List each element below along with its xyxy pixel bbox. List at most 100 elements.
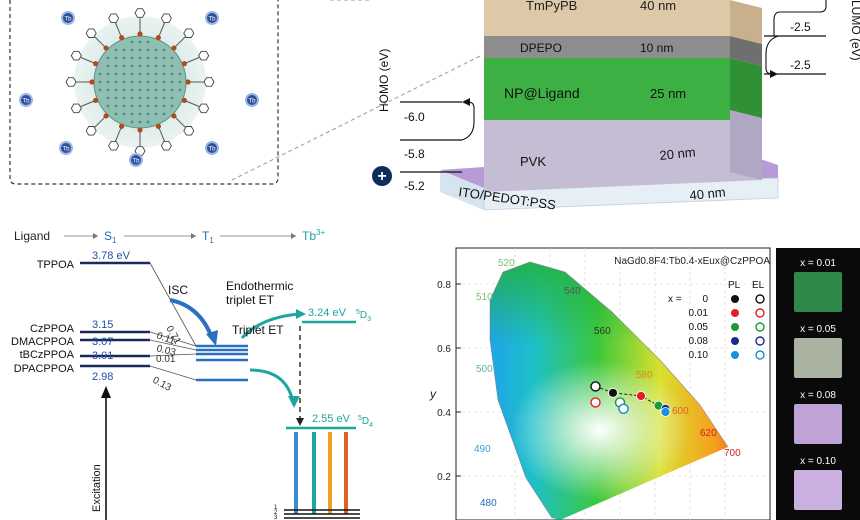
lumo-value-1: -2.5 [790, 20, 811, 34]
legend-el-header: EL [752, 280, 765, 291]
device-photo [794, 272, 842, 312]
lattice-atom [154, 88, 158, 92]
lattice-atom [138, 56, 142, 60]
dpepo-layer [484, 36, 730, 58]
lattice-atom [106, 88, 110, 92]
lattice-atom [106, 64, 110, 68]
endothermic-arrow [240, 312, 299, 340]
ligand-bond [80, 57, 96, 65]
lattice-atom [138, 96, 142, 100]
tb-5d3-term: 5D3 [356, 309, 371, 323]
cie-pl-point [636, 391, 646, 401]
legend-el-marker [755, 336, 765, 346]
lattice-atom [138, 72, 142, 76]
ground-label-1: 1 [274, 505, 278, 511]
legend-pl-marker [731, 295, 739, 303]
ligand-anchor-atom [119, 123, 125, 129]
lattice-atom [146, 120, 150, 124]
lattice-atom [130, 104, 134, 108]
cie-pl-point [660, 407, 671, 417]
cie-wavelength-label: 600 [672, 406, 689, 417]
cie-y-ticks: 0.80.60.40.2 [437, 280, 461, 483]
lattice-atom [138, 64, 142, 68]
lattice-atom [122, 72, 126, 76]
tb-5d4-energy: 2.55 eV [312, 413, 351, 425]
legend-x-label: x = [668, 294, 682, 305]
lattice-atom [106, 72, 110, 76]
ligand-bond [94, 115, 107, 128]
layer-thickness-dpepo: 10 nm [640, 41, 673, 55]
tb-ion-marker [19, 93, 33, 107]
cie-el-point [618, 403, 629, 414]
lattice-atom [122, 80, 126, 84]
photo-label: x = 0.10 [800, 456, 836, 467]
cie-spectral-locus [489, 261, 729, 519]
np-lattice [98, 40, 182, 124]
lattice-atom [98, 80, 102, 84]
lattice-atom [114, 72, 118, 76]
cie-wavelength-label: 560 [594, 326, 611, 337]
ligand-anchor-atom [181, 61, 187, 67]
ligand-name-dmacppoa: DMACPPOA [11, 336, 75, 348]
header-ligand: Ligand [14, 229, 50, 243]
lattice-atom [106, 104, 110, 108]
lattice-atom [106, 56, 110, 60]
layer-thickness-pvk: 20 nm [659, 144, 697, 163]
tb-ion-marker [61, 11, 75, 25]
lumo-hop-arrowhead [770, 70, 778, 78]
lattice-atom [146, 56, 150, 60]
s1-energy-dpacppoa: 2.98 [92, 371, 113, 383]
ligand-anchor-atom [103, 45, 109, 51]
layer-thickness-ito: 40 nm [689, 184, 727, 203]
tb-ion-label: Tb [208, 17, 216, 23]
lattice-atom [122, 64, 126, 68]
ligand-bond [173, 36, 186, 49]
lattice-atom [162, 64, 166, 68]
ito-left-face [440, 170, 484, 210]
lattice-atom [122, 56, 126, 60]
ligand-bond [157, 126, 165, 142]
layer-name-np-ligand: NP@Ligand [504, 85, 580, 101]
legend-pl-marker [731, 337, 739, 345]
isc-gap-dpacppoa: 0.13 [151, 375, 174, 394]
layer-name-pvk: PVK [520, 154, 546, 169]
ligand-name-dpacppoa: DPACPPOA [14, 363, 75, 375]
tb-ion-marker [129, 153, 143, 167]
cie-el-point [590, 381, 601, 392]
lattice-atom [130, 120, 134, 124]
cie-title: NaGd0.8F4:Tb0.4-xEux@CzPPOA [614, 256, 770, 267]
ligand-anchor-atom [119, 35, 125, 41]
energy-diagram: Ligand S1 T1 Tb3+ TPPOA CzPPOA DMACPPOA … [11, 228, 373, 520]
lattice-atom [146, 88, 150, 92]
ligand-bond [94, 36, 107, 49]
homo-value-3: -5.2 [404, 179, 425, 193]
photo-label: x = 0.01 [800, 258, 836, 269]
lattice-atom [162, 112, 166, 116]
ligand-bond [115, 22, 123, 38]
ligand-name-czppoa: CzPPOA [30, 323, 75, 335]
lattice-atom [146, 112, 150, 116]
lattice-atom [162, 56, 166, 60]
pvk-layer [484, 110, 762, 192]
phenyl-ring [65, 77, 77, 87]
np-ligand-side [730, 58, 762, 118]
legend-x-value: 0.10 [689, 350, 709, 361]
ligand-anchor-atom [89, 79, 95, 85]
ligand-anchor-atom [103, 113, 109, 119]
isc-gap-tbczppoa: 0.01 [156, 354, 176, 365]
phenyl-ring [183, 126, 195, 136]
ligand-anchor-atom [171, 113, 177, 119]
photo-label: x = 0.08 [800, 390, 836, 401]
layer-thickness-tmpypb: 40 nm [640, 0, 676, 13]
isc-link-czppoa [149, 331, 197, 347]
phenyl-ring [70, 50, 82, 61]
legend-el-marker [755, 322, 765, 332]
lattice-atom [114, 64, 118, 68]
lattice-atom [162, 104, 166, 108]
phenyl-ring [85, 126, 97, 136]
legend-x-value: 0 [702, 294, 708, 305]
lattice-atom [154, 64, 158, 68]
ground-label-3: 3 [274, 515, 278, 520]
lattice-atom [130, 40, 134, 44]
